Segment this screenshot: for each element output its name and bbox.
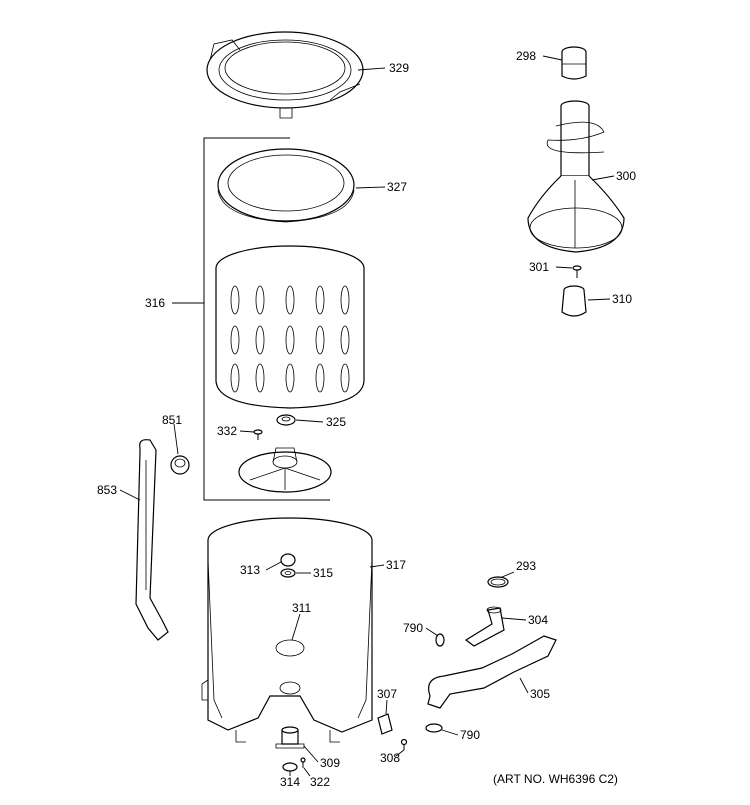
part-309-seal	[275, 726, 305, 749]
label-293: 293	[516, 559, 536, 573]
art-number: (ART NO. WH6396 C2)	[493, 772, 618, 786]
part-317-outer-tub	[201, 517, 373, 743]
label-316: 316	[145, 296, 165, 310]
part-basket-hub-plate	[238, 447, 332, 493]
part-327-balance-ring	[217, 148, 355, 223]
label-790-lower: 790	[460, 728, 480, 742]
label-853: 853	[97, 483, 117, 497]
part-301-screw	[572, 265, 582, 278]
label-304: 304	[528, 613, 548, 627]
label-313: 313	[240, 563, 260, 577]
part-315-washer	[280, 568, 296, 578]
label-315: 315	[313, 566, 333, 580]
leader-lines	[119, 55, 615, 777]
label-329: 329	[389, 61, 409, 75]
label-310: 310	[612, 292, 632, 306]
part-298-agitator-cap	[561, 46, 587, 80]
part-labels: 298 300 301 310 329 327 316 325 332 851 …	[97, 49, 636, 789]
part-322-screw	[300, 757, 306, 768]
label-325: 325	[326, 415, 346, 429]
label-332: 332	[217, 424, 237, 438]
part-790-clamp-upper	[435, 633, 445, 647]
label-322: 322	[310, 775, 330, 789]
part-332-screw	[253, 429, 263, 440]
label-327: 327	[387, 180, 407, 194]
part-308-screw	[400, 738, 408, 750]
label-301: 301	[529, 260, 549, 274]
label-311: 311	[292, 601, 311, 615]
part-853-hose	[135, 439, 169, 641]
label-790-upper: 790	[403, 621, 423, 635]
part-304-hose	[464, 606, 505, 647]
part-313-nut	[280, 553, 296, 567]
label-305: 305	[530, 687, 550, 701]
part-293-clamp	[487, 576, 509, 588]
part-314-oring	[282, 762, 298, 772]
label-298: 298	[516, 49, 536, 63]
part-310-coupler	[561, 285, 587, 317]
part-325-nut	[276, 414, 296, 426]
bracket-316	[203, 137, 330, 501]
label-317: 317	[386, 558, 406, 572]
label-300: 300	[616, 169, 636, 183]
part-basket	[215, 245, 365, 409]
label-307: 307	[377, 687, 397, 701]
label-308: 308	[380, 751, 400, 765]
part-300-agitator	[527, 100, 625, 253]
label-314: 314	[280, 775, 300, 789]
label-851: 851	[162, 413, 182, 427]
part-790-clamp-lower	[425, 723, 443, 733]
part-329-tub-cover	[206, 31, 364, 119]
part-307-bracket	[377, 713, 393, 735]
part-305-drain-hose	[427, 635, 557, 709]
label-309: 309	[320, 756, 340, 770]
part-851-bushing	[170, 455, 190, 475]
